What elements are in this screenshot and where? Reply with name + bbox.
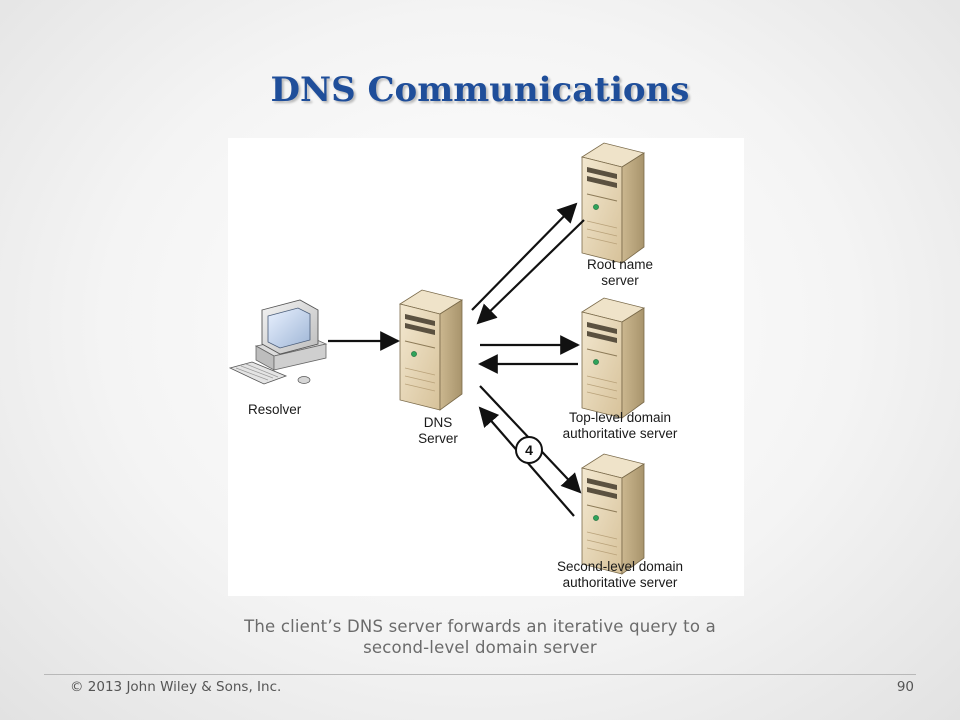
tld-server-label-line2: authoritative server <box>563 426 678 441</box>
root-name-server-icon <box>581 142 645 264</box>
sld-server-icon <box>581 453 645 575</box>
root-server-label-line2: server <box>601 273 639 288</box>
dns-server-icon <box>399 289 463 411</box>
page-number: 90 <box>896 679 914 695</box>
caption-line-2: second-level domain server <box>363 638 597 657</box>
caption-line-1: The client’s DNS server forwards an iter… <box>244 617 716 636</box>
step-badge <box>515 436 543 464</box>
tld-server-label-line1: Top-level domain <box>569 410 671 425</box>
arrow-dns-to-root <box>471 202 578 311</box>
dns-diagram-svg: Resolver DNS Server Root name server Top… <box>228 142 683 590</box>
step-number: 4 <box>525 442 533 458</box>
copyright-notice: © 2013 John Wiley & Sons, Inc. <box>70 679 282 695</box>
resolver-computer-icon <box>228 299 328 385</box>
dns-server-label-line2: Server <box>418 431 458 446</box>
tld-server-icon <box>581 297 645 419</box>
arrow-root-to-dns <box>476 219 585 325</box>
sld-server-label-line1: Second-level domain <box>557 559 683 574</box>
slide-title: DNS Communications <box>270 70 690 110</box>
slide-caption: The client’s DNS server forwards an iter… <box>100 616 860 658</box>
dns-server-label-line1: DNS <box>424 415 453 430</box>
dns-diagram: Resolver DNS Server Root name server Top… <box>228 138 744 596</box>
root-server-label-line1: Root name <box>587 257 653 272</box>
slide-footer: © 2013 John Wiley & Sons, Inc. 90 <box>44 674 916 703</box>
sld-server-label-line2: authoritative server <box>563 575 678 590</box>
resolver-label: Resolver <box>248 402 302 417</box>
